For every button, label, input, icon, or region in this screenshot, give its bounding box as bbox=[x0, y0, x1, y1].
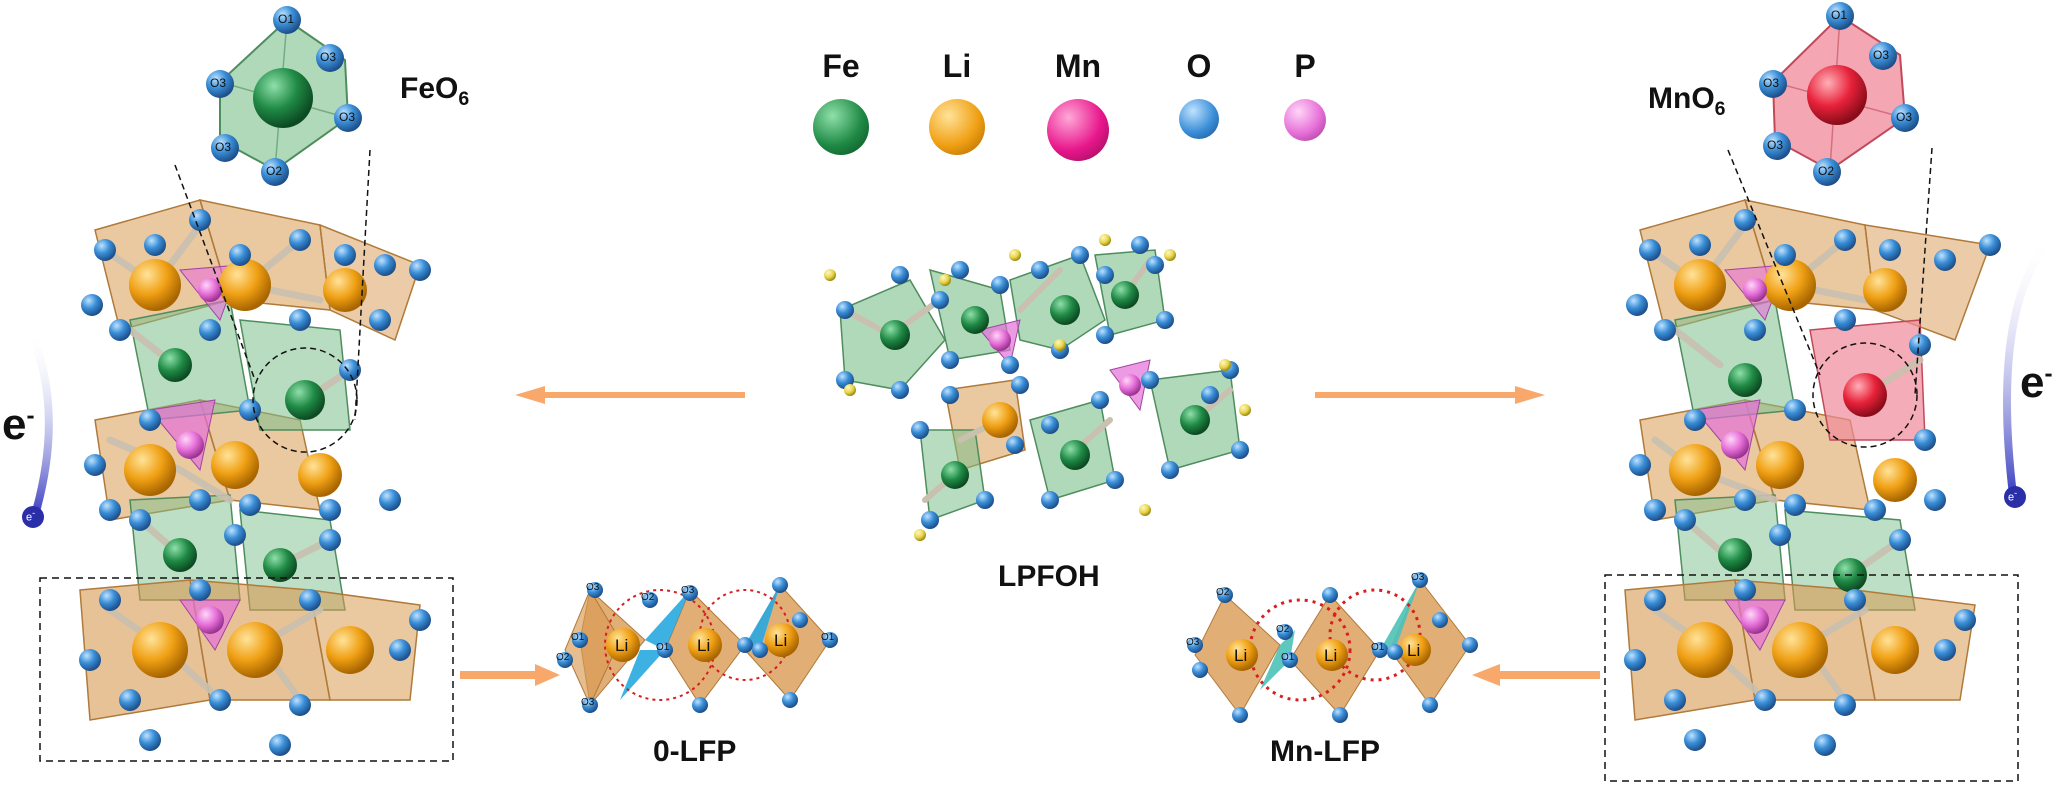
legend-label-mn: Mn bbox=[1054, 48, 1102, 84]
mno6-label: MnO6 bbox=[1648, 82, 1726, 120]
legend-label-fe: Fe bbox=[822, 48, 860, 84]
pathway-oxygen-label: O3 bbox=[681, 585, 695, 596]
arrow-to-left bbox=[515, 386, 745, 404]
right-crystal-structure bbox=[1604, 147, 2019, 782]
li-label: Li bbox=[774, 631, 788, 650]
pathway-oxygen-label: O1 bbox=[571, 632, 585, 643]
pathway-oxygen-label: O2 bbox=[1276, 624, 1290, 635]
right-electron-label: e- bbox=[2020, 358, 2053, 407]
pathway-oxygen-label: O1 bbox=[1371, 642, 1385, 653]
mn-lfp-label: Mn-LFP bbox=[1270, 735, 1380, 768]
legend-label-li: Li bbox=[942, 48, 972, 84]
pathway-oxygen-label: O3 bbox=[1186, 637, 1200, 648]
pathway-oxygen-label: O1 bbox=[656, 642, 670, 653]
mno6-octahedron bbox=[1759, 2, 1919, 186]
legend-label-o: O bbox=[1186, 48, 1212, 84]
p-atom-icon bbox=[1284, 99, 1326, 141]
mno6-oxygen-label: O2 bbox=[1818, 164, 1835, 178]
mno6-oxygen-label: O3 bbox=[1873, 48, 1890, 62]
mno6-oxygen-label: O3 bbox=[1763, 76, 1780, 90]
pathway-oxygen-label: O2 bbox=[1216, 587, 1230, 598]
pathway-oxygen-label: O3 bbox=[581, 697, 595, 708]
feo6-label: FeO6 bbox=[400, 72, 470, 110]
mno6-oxygen-label: O1 bbox=[1831, 8, 1848, 22]
feo6-oxygen-label: O3 bbox=[339, 110, 356, 124]
mno6-oxygen-label: O3 bbox=[1896, 110, 1913, 124]
pathway-oxygen-label: O2 bbox=[556, 652, 570, 663]
left-electron-ball-label: e- bbox=[26, 508, 36, 524]
pathway-oxygen-label: O1 bbox=[821, 632, 835, 643]
feo6-oxygen-label: O3 bbox=[320, 50, 337, 64]
lpfoh-label: LPFOH bbox=[998, 560, 1100, 593]
pathway-oxygen-label: O3 bbox=[586, 582, 600, 593]
legend-item-mn: Mn bbox=[1028, 48, 1128, 166]
right-electron-ball-label: e- bbox=[2008, 488, 2018, 504]
li-label: Li bbox=[615, 636, 629, 655]
arrow-to-0-lfp bbox=[460, 664, 560, 686]
0-lfp-pathway bbox=[557, 577, 838, 713]
feo6-oxygen-label: O3 bbox=[215, 140, 232, 154]
feo6-oxygen-label: O1 bbox=[278, 12, 295, 26]
feo6-oxygen-label: O3 bbox=[210, 76, 227, 90]
pathway-oxygen-label: O1 bbox=[1281, 652, 1295, 663]
mn-atom-icon bbox=[1047, 99, 1109, 161]
legend-label-p: P bbox=[1294, 48, 1316, 84]
0-lfp-label: 0-LFP bbox=[653, 735, 737, 768]
left-crystal-structure bbox=[39, 149, 454, 762]
li-label: Li bbox=[1407, 641, 1421, 660]
fe-atom-icon bbox=[813, 99, 869, 155]
li-label: Li bbox=[697, 636, 711, 655]
legend-item-fe: Fe bbox=[791, 48, 891, 160]
arrow-to-mn-lfp bbox=[1472, 664, 1600, 686]
li-atom-icon bbox=[929, 99, 985, 155]
feo6-octahedron bbox=[206, 6, 362, 186]
mno6-oxygen-label: O3 bbox=[1767, 138, 1784, 152]
li-label: Li bbox=[1234, 646, 1248, 665]
left-electron-arc bbox=[22, 326, 53, 528]
li-label: Li bbox=[1324, 646, 1338, 665]
pathway-oxygen-label: O2 bbox=[641, 592, 655, 603]
right-electron-arc bbox=[2003, 231, 2059, 508]
pathway-oxygen-label: O3 bbox=[1411, 572, 1425, 583]
arrow-to-right bbox=[1315, 386, 1545, 404]
legend-item-li: Li bbox=[907, 48, 1007, 160]
mn-lfp-pathway bbox=[1187, 572, 1478, 723]
lpfoh-structure bbox=[824, 234, 1251, 541]
feo6-oxygen-label: O2 bbox=[266, 164, 283, 178]
o-atom-icon bbox=[1179, 99, 1219, 139]
legend-item-p: P bbox=[1255, 48, 1355, 146]
legend-item-o: O bbox=[1149, 48, 1249, 144]
left-electron-label: e- bbox=[2, 400, 35, 449]
